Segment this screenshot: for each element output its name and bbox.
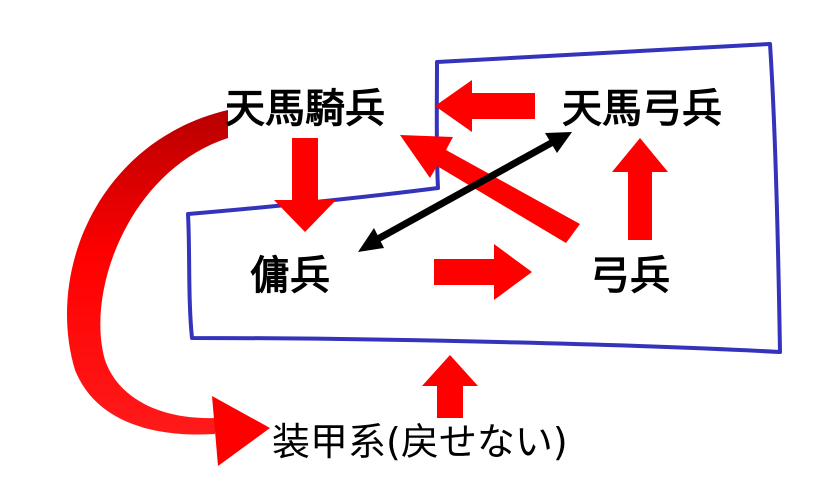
- node-pegasus-archer: 天馬弓兵: [562, 86, 722, 132]
- arrow-region-to-armored: [422, 355, 478, 418]
- arrow-mercenary-to-archer: [434, 244, 532, 300]
- curved-arrow-body: [66, 110, 228, 435]
- region-outline: [186, 42, 782, 354]
- node-armored: 装甲系(戻せない): [272, 420, 568, 464]
- arrow-archer-to-pegasus-archer: [612, 138, 668, 240]
- node-mercenary: 傭兵: [250, 253, 330, 299]
- curved-arrow-to-armored: [66, 110, 270, 466]
- node-archer: 弓兵: [590, 253, 670, 299]
- curved-arrow-head: [212, 396, 270, 466]
- arrow-knight-to-mercenary: [274, 138, 336, 232]
- node-pegasus-knight: 天馬騎兵: [225, 86, 385, 132]
- two-way-arrow-mercenary-pegasus-archer: [358, 132, 572, 252]
- arrow-archer-pegasus-to-knight: [435, 80, 535, 132]
- two-way-arrow-head-mercenary: [358, 228, 384, 252]
- two-way-arrow-shaft: [372, 138, 557, 244]
- arrow-archer-to-knight: [400, 135, 580, 243]
- two-way-arrow-head-pegasus-archer: [545, 132, 572, 153]
